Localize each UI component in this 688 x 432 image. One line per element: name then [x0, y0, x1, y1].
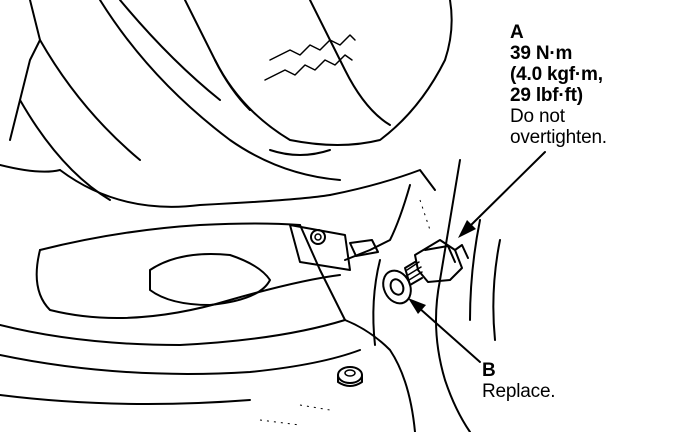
note-line-1: Do not: [510, 106, 565, 127]
drain-bolt: [404, 239, 469, 286]
oil-pan: [0, 159, 501, 432]
bracket: [289, 224, 379, 271]
texture-dots: [259, 199, 431, 426]
callout-b: B Replace.: [482, 360, 602, 402]
callout-a-letter: A: [510, 22, 524, 43]
leader-a: [458, 151, 546, 238]
torque-nm: 39 N·m: [510, 43, 573, 64]
transmission-housing: [0, 0, 453, 208]
torque-lbf: 29 lbf·ft): [510, 85, 583, 106]
callout-b-letter: B: [482, 360, 496, 381]
callout-a: A 39 N·m (4.0 kgf·m, 29 lbf·ft) Do not o…: [510, 22, 680, 148]
sealing-washer: [382, 269, 412, 305]
lower-plug: [337, 366, 363, 387]
callout-b-note: Replace.: [482, 381, 556, 402]
note-line-2: overtighten.: [510, 127, 607, 148]
torque-kgf: (4.0 kgf·m,: [510, 64, 603, 85]
leader-b: [408, 298, 481, 363]
